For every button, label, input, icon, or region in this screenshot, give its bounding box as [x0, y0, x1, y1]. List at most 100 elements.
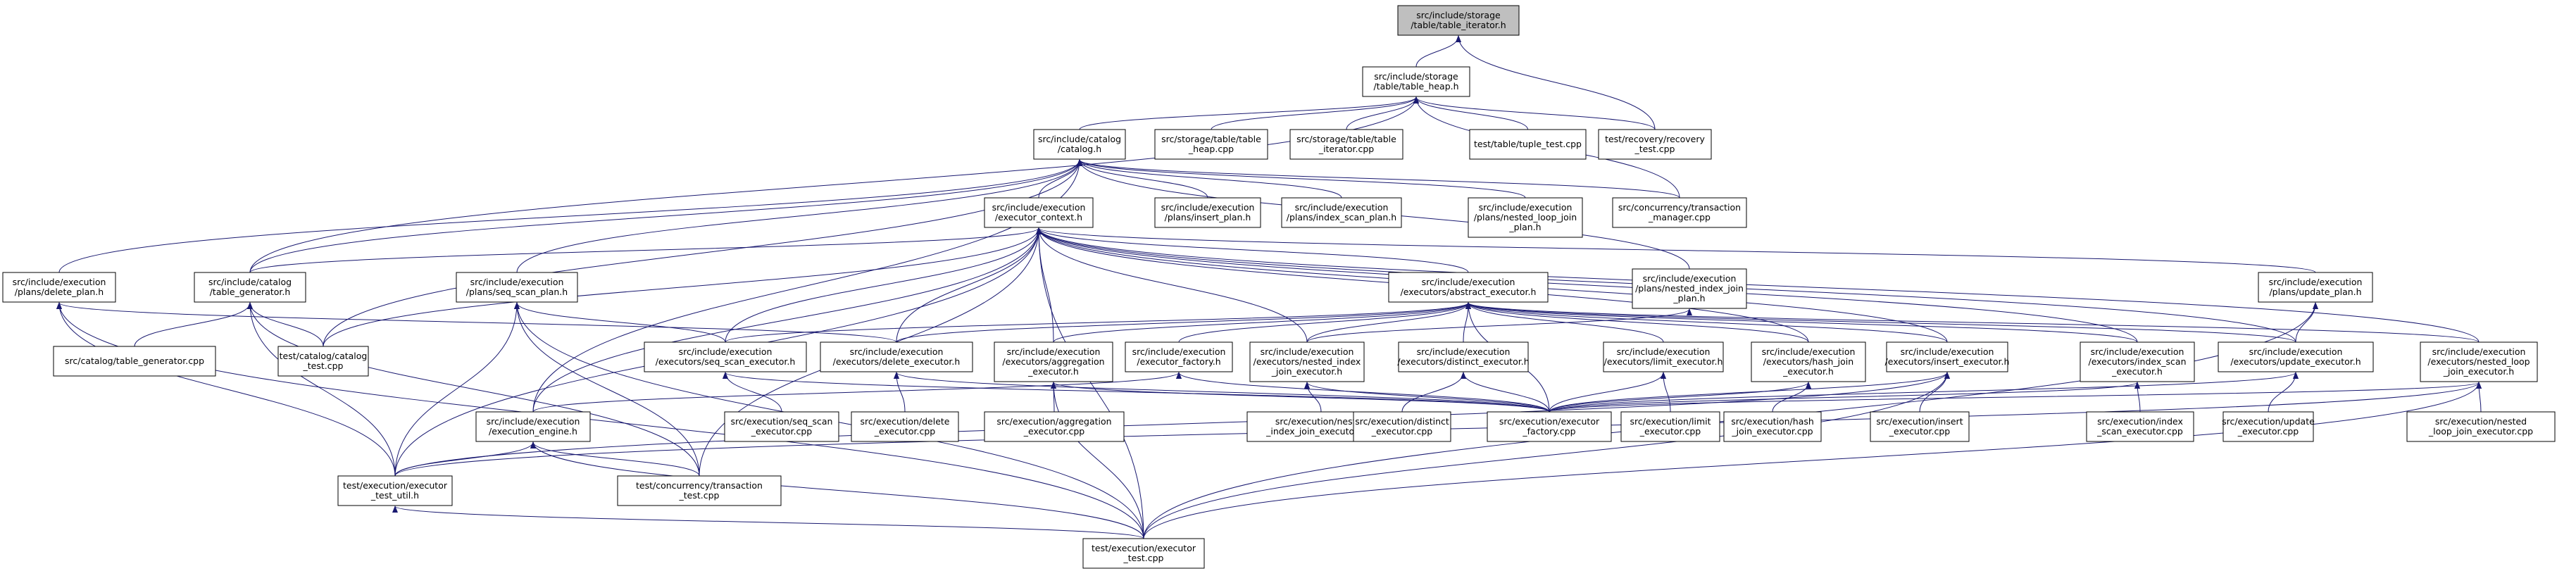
graph-node-n12[interactable]: src/include/execution/plans/delete_plan.… — [2, 272, 116, 303]
node-box — [456, 272, 578, 303]
node-label-line: src/storage/table/table — [1296, 134, 1396, 144]
graph-node-n35[interactable]: src/execution/aggregation_executor.cpp — [984, 411, 1125, 442]
node-label-line: /execution_engine.h — [489, 426, 577, 437]
node-label-line: _executor.h — [1027, 366, 1079, 377]
graph-node-n17[interactable]: src/include/execution/plans/update_plan.… — [2258, 272, 2373, 303]
graph-node-n0[interactable]: src/include/storage/table/table_iterator… — [1397, 5, 1520, 36]
node-label-line: src/include/execution — [1901, 346, 1994, 357]
graph-node-n22[interactable]: src/include/execution/executors/aggregat… — [994, 341, 1113, 382]
node-label-line: _executor.cpp — [2237, 426, 2299, 437]
node-label-line: src/include/execution — [1417, 346, 1511, 357]
node-label-line: src/include/execution — [1643, 273, 1737, 284]
edge-n20-to-n15 — [725, 302, 1471, 343]
node-box — [2420, 341, 2538, 382]
node-label-line: /table/table_heap.h — [1373, 81, 1458, 92]
graph-node-n29[interactable]: src/include/execution/executors/index_sc… — [2080, 341, 2195, 382]
graph-node-n32[interactable]: src/include/execution/execution_engine.h — [475, 411, 591, 442]
node-label-line: _scan_executor.cpp — [2096, 426, 2183, 437]
graph-node-n8[interactable]: src/include/execution/plans/insert_plan.… — [1154, 197, 1261, 228]
node-box — [1154, 129, 1268, 160]
edge-n25-to-n15 — [1463, 302, 1471, 343]
node-box — [1870, 411, 1970, 442]
graph-node-n10[interactable]: src/include/execution/plans/nested_loop_… — [1468, 197, 1583, 238]
edge-n19-to-n2 — [323, 159, 1082, 347]
node-label-line: _executor.cpp — [1371, 426, 1433, 437]
graph-node-n40[interactable]: src/execution/hash_join_executor.cpp — [1723, 411, 1822, 442]
graph-node-n16[interactable]: src/include/execution/plans/nested_index… — [1632, 268, 1747, 309]
graph-node-n15[interactable]: src/include/execution/executors/abstract… — [1388, 272, 1549, 303]
node-label-line: /plans/insert_plan.h — [1165, 212, 1251, 222]
node-box — [1033, 129, 1126, 160]
graph-node-n21[interactable]: src/include/execution/executors/delete_e… — [820, 341, 973, 372]
edge-n47-to-n45 — [392, 506, 1144, 539]
graph-node-n28[interactable]: src/include/execution/executors/insert_e… — [1885, 341, 2010, 372]
node-label-line: /plans/delete_plan.h — [15, 287, 104, 297]
node-label-line: _executor.cpp — [751, 426, 813, 437]
graph-node-n33[interactable]: src/execution/seq_scan_executor.cpp — [724, 411, 839, 442]
edge-n45-to-n13 — [247, 302, 396, 477]
graph-node-n19[interactable]: test/catalog/catalog_test.cpp — [277, 346, 369, 377]
edge-n47-to-n22 — [1051, 382, 1144, 539]
graph-node-n13[interactable]: src/include/catalog/table_generator.h — [194, 272, 306, 303]
node-box — [994, 341, 1113, 382]
node-box — [2258, 272, 2373, 303]
graph-node-n45[interactable]: test/execution/executor_test_util.h — [337, 475, 453, 506]
node-label-line: /executors/delete_executor.h — [833, 356, 961, 367]
edge-n46-to-n13 — [247, 302, 700, 477]
graph-node-n9[interactable]: src/include/execution/plans/index_scan_p… — [1281, 197, 1402, 228]
graph-node-n46[interactable]: test/concurrency/transaction_test.cpp — [617, 475, 782, 506]
node-label-line: /executors/update_executor.h — [2230, 356, 2361, 367]
graph-node-n4[interactable]: src/storage/table/table_iterator.cpp — [1289, 129, 1403, 160]
node-label-line: src/execution/nested — [2435, 416, 2527, 427]
edge-n5-to-n1 — [1413, 96, 1528, 130]
edge-n45-to-n12 — [56, 302, 396, 477]
graph-node-n25[interactable]: src/include/execution/executors/distinct… — [1397, 341, 1530, 372]
graph-node-n3[interactable]: src/storage/table/table_heap.cpp — [1154, 129, 1268, 160]
graph-node-n1[interactable]: src/include/storage/table/table_heap.h — [1362, 66, 1470, 97]
graph-node-n20[interactable]: src/include/execution/executors/seq_scan… — [644, 341, 807, 372]
node-box — [1398, 341, 1529, 372]
graph-node-n6[interactable]: test/recovery/recovery_test.cpp — [1598, 129, 1712, 160]
graph-node-n39[interactable]: src/execution/limit_executor.cpp — [1620, 411, 1720, 442]
node-label-line: src/include/execution — [13, 277, 106, 287]
edge-n20-to-n14 — [514, 302, 726, 343]
node-label-line: /executors/abstract_executor.h — [1401, 287, 1537, 297]
node-box — [1468, 197, 1583, 238]
graph-node-n5[interactable]: test/table/tuple_test.cpp — [1469, 129, 1587, 160]
edge-n38-to-n31 — [1549, 382, 2482, 413]
graph-node-n42[interactable]: src/execution/index_scan_executor.cpp — [2086, 411, 2194, 442]
graph-node-n37[interactable]: src/execution/distinct_executor.cpp — [1353, 411, 1451, 442]
graph-node-n41[interactable]: src/execution/insert_executor.cpp — [1870, 411, 1970, 442]
graph-node-n34[interactable]: src/execution/delete_executor.cpp — [851, 411, 959, 442]
graph-node-n38[interactable]: src/execution/executor_factory.cpp — [1487, 411, 1612, 442]
node-label-line: _executor.h — [1782, 366, 1834, 377]
graph-node-n7[interactable]: src/include/execution/executor_context.h — [984, 197, 1094, 228]
node-box — [2, 272, 116, 303]
graph-node-n44[interactable]: src/execution/nested_loop_join_executor.… — [2406, 411, 2556, 442]
graph-node-n47[interactable]: test/execution/executor_test.cpp — [1082, 538, 1205, 569]
node-label-line: /executors/limit_executor.h — [1604, 356, 1723, 367]
graph-node-n27[interactable]: src/include/execution/executors/hash_joi… — [1751, 341, 1866, 382]
node-label-line: src/include/execution — [992, 202, 1086, 213]
node-label-line: /plans/seq_scan_plan.h — [466, 287, 568, 297]
edge-n12-to-n2 — [58, 159, 1082, 273]
graph-node-n31[interactable]: src/include/execution/executors/nested_l… — [2420, 341, 2538, 382]
graph-node-n11[interactable]: src/concurrency/transaction_manager.cpp — [1612, 197, 1747, 228]
graph-node-n23[interactable]: src/include/execution/executor_factory.h — [1125, 341, 1233, 372]
graph-node-n14[interactable]: src/include/execution/plans/seq_scan_pla… — [456, 272, 578, 303]
graph-node-n2[interactable]: src/include/catalog/catalog.h — [1033, 129, 1126, 160]
node-box — [2080, 341, 2195, 382]
node-box — [1603, 341, 1724, 372]
node-box — [277, 346, 369, 377]
edge-n14-to-n2 — [516, 159, 1082, 273]
graph-node-n43[interactable]: src/execution/update_executor.cpp — [2222, 411, 2315, 442]
graph-node-n18[interactable]: src/catalog/table_generator.cpp — [53, 346, 216, 377]
edge-n15-to-n7 — [1036, 227, 1469, 273]
graph-node-n26[interactable]: src/include/execution/executors/limit_ex… — [1603, 341, 1724, 372]
edge-n21-to-n7 — [896, 227, 1042, 343]
graph-node-n24[interactable]: src/include/execution/executors/nested_i… — [1249, 341, 1365, 382]
graph-node-n30[interactable]: src/include/execution/executors/update_e… — [2218, 341, 2374, 372]
node-label-line: src/execution/limit — [1630, 416, 1711, 427]
edge-n38-to-n28 — [1549, 372, 1950, 413]
node-box — [2406, 411, 2556, 442]
